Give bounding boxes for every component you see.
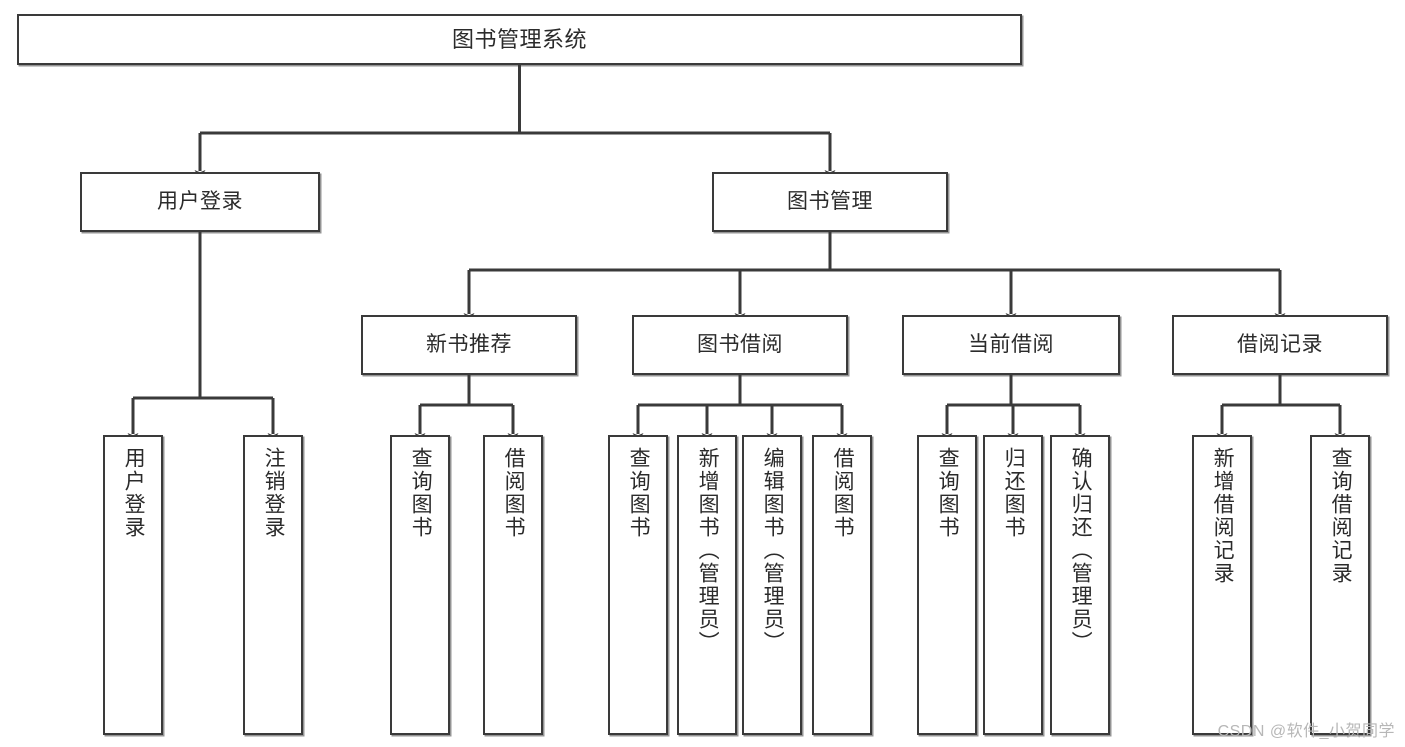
node-leaf-rec-borrow[interactable]: 借阅图书	[483, 435, 543, 735]
node-book-borrow[interactable]: 图书借阅	[632, 315, 848, 375]
node-leaf-bb-borrow[interactable]: 借阅图书	[812, 435, 872, 735]
node-new-book-rec[interactable]: 新书推荐	[361, 315, 577, 375]
node-label: 查询借阅记录	[1329, 447, 1353, 585]
node-root[interactable]: 图书管理系统	[17, 14, 1022, 65]
node-label: 查询图书	[409, 447, 433, 539]
node-label: 用户登录	[122, 447, 146, 539]
watermark-text: CSDN @软件_小贺同学	[1217, 723, 1395, 740]
node-leaf-cb-confirm[interactable]: 确认归还（管理员）	[1050, 435, 1110, 735]
node-label: 新增借阅记录	[1211, 447, 1235, 585]
node-label: 借阅图书	[831, 447, 855, 539]
node-label: 新书推荐	[426, 332, 512, 356]
node-leaf-br-add[interactable]: 新增借阅记录	[1192, 435, 1252, 735]
node-label: 注销登录	[262, 447, 286, 539]
node-label: 查询图书	[936, 447, 960, 539]
node-leaf-cb-query[interactable]: 查询图书	[917, 435, 977, 735]
node-leaf-bb-query[interactable]: 查询图书	[608, 435, 668, 735]
node-leaf-bb-edit[interactable]: 编辑图书（管理员）	[742, 435, 802, 735]
connector-lines	[127, 65, 1346, 442]
node-leaf-bb-add[interactable]: 新增图书（管理员）	[677, 435, 737, 735]
node-label: 用户登录	[157, 189, 243, 213]
node-label: 新增图书（管理员）	[696, 447, 720, 654]
node-leaf-cb-return[interactable]: 归还图书	[983, 435, 1043, 735]
node-label: 查询图书	[627, 447, 651, 539]
node-label: 确认归还（管理员）	[1069, 447, 1093, 654]
node-label: 当前借阅	[968, 332, 1054, 356]
node-leaf-br-query[interactable]: 查询借阅记录	[1310, 435, 1370, 735]
node-book-manage[interactable]: 图书管理	[712, 172, 948, 232]
node-current-borrow[interactable]: 当前借阅	[902, 315, 1120, 375]
node-borrow-record[interactable]: 借阅记录	[1172, 315, 1388, 375]
node-label: 借阅记录	[1237, 332, 1323, 356]
node-label: 编辑图书（管理员）	[761, 447, 785, 654]
node-user-login[interactable]: 用户登录	[80, 172, 320, 232]
node-leaf-logout[interactable]: 注销登录	[243, 435, 303, 735]
node-leaf-user-login[interactable]: 用户登录	[103, 435, 163, 735]
node-label: 图书管理系统	[451, 26, 587, 52]
node-label: 图书借阅	[697, 332, 783, 356]
node-label: 借阅图书	[502, 447, 526, 539]
node-leaf-rec-query[interactable]: 查询图书	[390, 435, 450, 735]
node-label: 图书管理	[787, 189, 873, 213]
node-label: 归还图书	[1002, 447, 1026, 539]
